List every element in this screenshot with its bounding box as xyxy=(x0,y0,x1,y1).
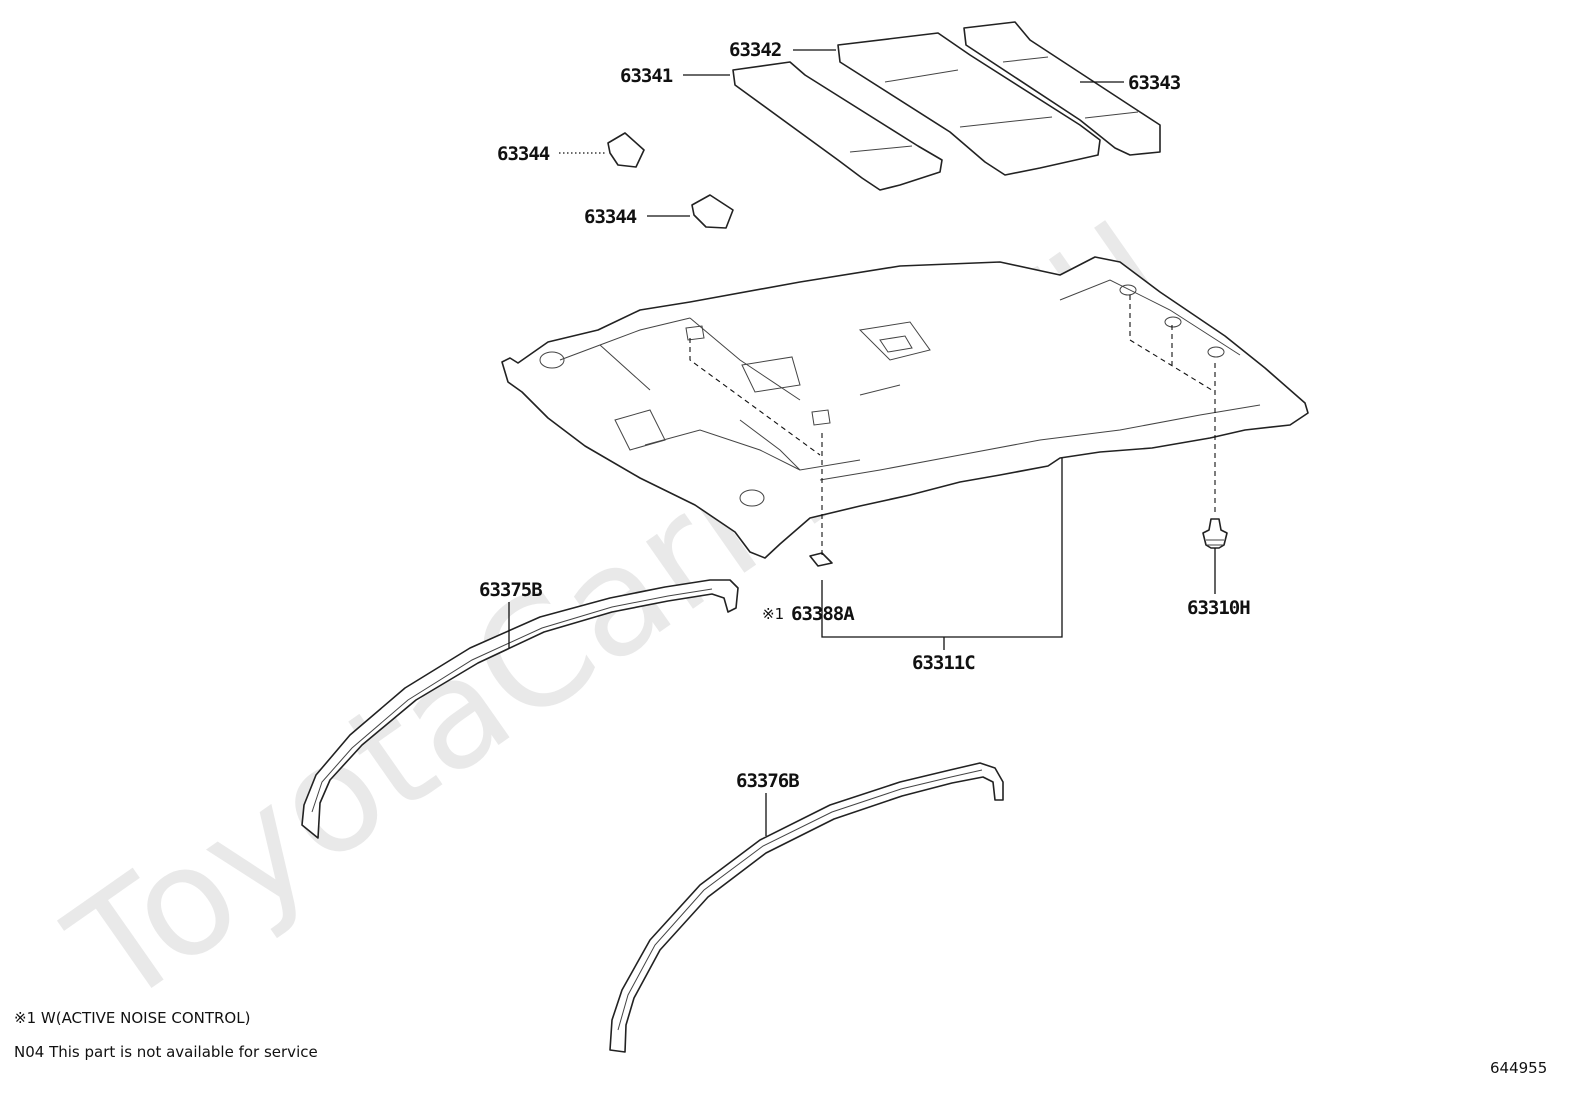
clip-63310h[interactable] xyxy=(1202,518,1228,549)
label-63344-lower: 63344 xyxy=(584,206,637,228)
pad-63343[interactable] xyxy=(963,21,1161,156)
pad-63341[interactable] xyxy=(732,61,943,191)
pad-63344-lower[interactable] xyxy=(691,194,734,229)
label-63375b: 63375B xyxy=(479,579,542,601)
label-63343: 63343 xyxy=(1128,72,1181,94)
pad-63344-upper[interactable] xyxy=(607,132,645,168)
label-63344-upper: 63344 xyxy=(497,143,550,165)
diagram-id: 644955 xyxy=(1490,1059,1547,1077)
footnote-2: N04 This part is not available for servi… xyxy=(14,1043,318,1061)
weatherstrip-63375b[interactable] xyxy=(301,579,739,839)
label-63311c: 63311C xyxy=(912,652,975,674)
label-63310h: 63310H xyxy=(1187,597,1250,619)
weatherstrip-63376b[interactable] xyxy=(609,762,1004,1053)
leader-63311c xyxy=(821,458,1063,650)
label-63341: 63341 xyxy=(620,65,673,87)
pad-63388a[interactable] xyxy=(809,552,833,567)
pad-63342[interactable] xyxy=(837,32,1101,176)
label-63342: 63342 xyxy=(729,39,781,61)
dash-clip xyxy=(1129,295,1216,512)
headliner-63311c[interactable] xyxy=(501,256,1309,559)
label-63376b: 63376B xyxy=(736,770,799,792)
label-63388a: 63388A xyxy=(791,603,855,625)
footnote-1: ※1 W(ACTIVE NOISE CONTROL) xyxy=(14,1009,250,1027)
label-63388a-mark: ※1 xyxy=(762,605,784,623)
dash-headliner-left xyxy=(689,338,821,456)
